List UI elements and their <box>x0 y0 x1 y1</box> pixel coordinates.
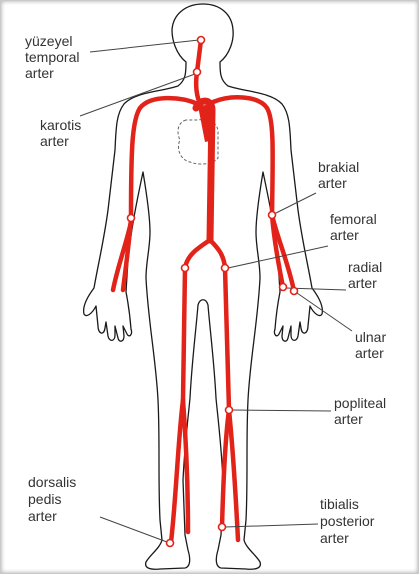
label-line: dorsalis <box>28 474 76 490</box>
label-line: ulnar <box>355 329 386 345</box>
pulse-point-left-femoral <box>182 265 189 272</box>
pulse-point-radial <box>280 284 287 291</box>
pulse-point-superficial-temporal <box>198 37 205 44</box>
label-line: popliteal <box>334 395 386 411</box>
label-carotid: karotis arter <box>40 117 81 149</box>
pulse-point-carotid <box>194 69 201 76</box>
leader-dorsalis-pedis <box>100 517 167 542</box>
label-line: tibialis <box>320 496 359 512</box>
label-tibialis-posterior: tibialis posterior arter <box>320 496 375 546</box>
pulse-point-ulnar <box>291 288 298 295</box>
label-line: arter <box>318 175 347 191</box>
label-line: karotis <box>40 117 81 133</box>
label-line: temporal <box>25 49 79 65</box>
label-line: femoral <box>330 211 377 227</box>
label-line: yüzeyel <box>25 33 72 49</box>
label-line: arter <box>334 411 363 427</box>
pulse-point-brachial <box>269 212 276 219</box>
label-line: arter <box>25 65 54 81</box>
pulse-point-dorsalis-pedis <box>167 540 174 547</box>
label-superficial-temporal: yüzeyel temporal arter <box>25 33 79 81</box>
label-femoral: femoral arter <box>330 211 377 243</box>
pulse-point-femoral <box>222 265 229 272</box>
label-line: radial <box>348 259 382 275</box>
pulse-point-popliteal <box>226 407 233 414</box>
label-line: arter <box>40 133 69 149</box>
label-line: arter <box>330 227 359 243</box>
label-line: pedis <box>28 491 61 507</box>
label-brachial: brakial arter <box>318 159 359 191</box>
label-line: brakial <box>318 159 359 175</box>
label-line: posterior <box>320 513 375 529</box>
label-line: arter <box>320 530 349 546</box>
label-radial: radial arter <box>348 259 382 291</box>
pulse-point-tibialis-posterior <box>219 524 226 531</box>
label-dorsalis-pedis: dorsalis pedis arter <box>28 474 76 524</box>
pulse-point-left-brachial <box>128 215 135 222</box>
label-ulnar: ulnar arter <box>355 329 386 361</box>
label-line: arter <box>348 275 377 291</box>
label-popliteal: popliteal arter <box>334 395 386 427</box>
label-line: arter <box>28 508 57 524</box>
label-line: arter <box>355 345 384 361</box>
